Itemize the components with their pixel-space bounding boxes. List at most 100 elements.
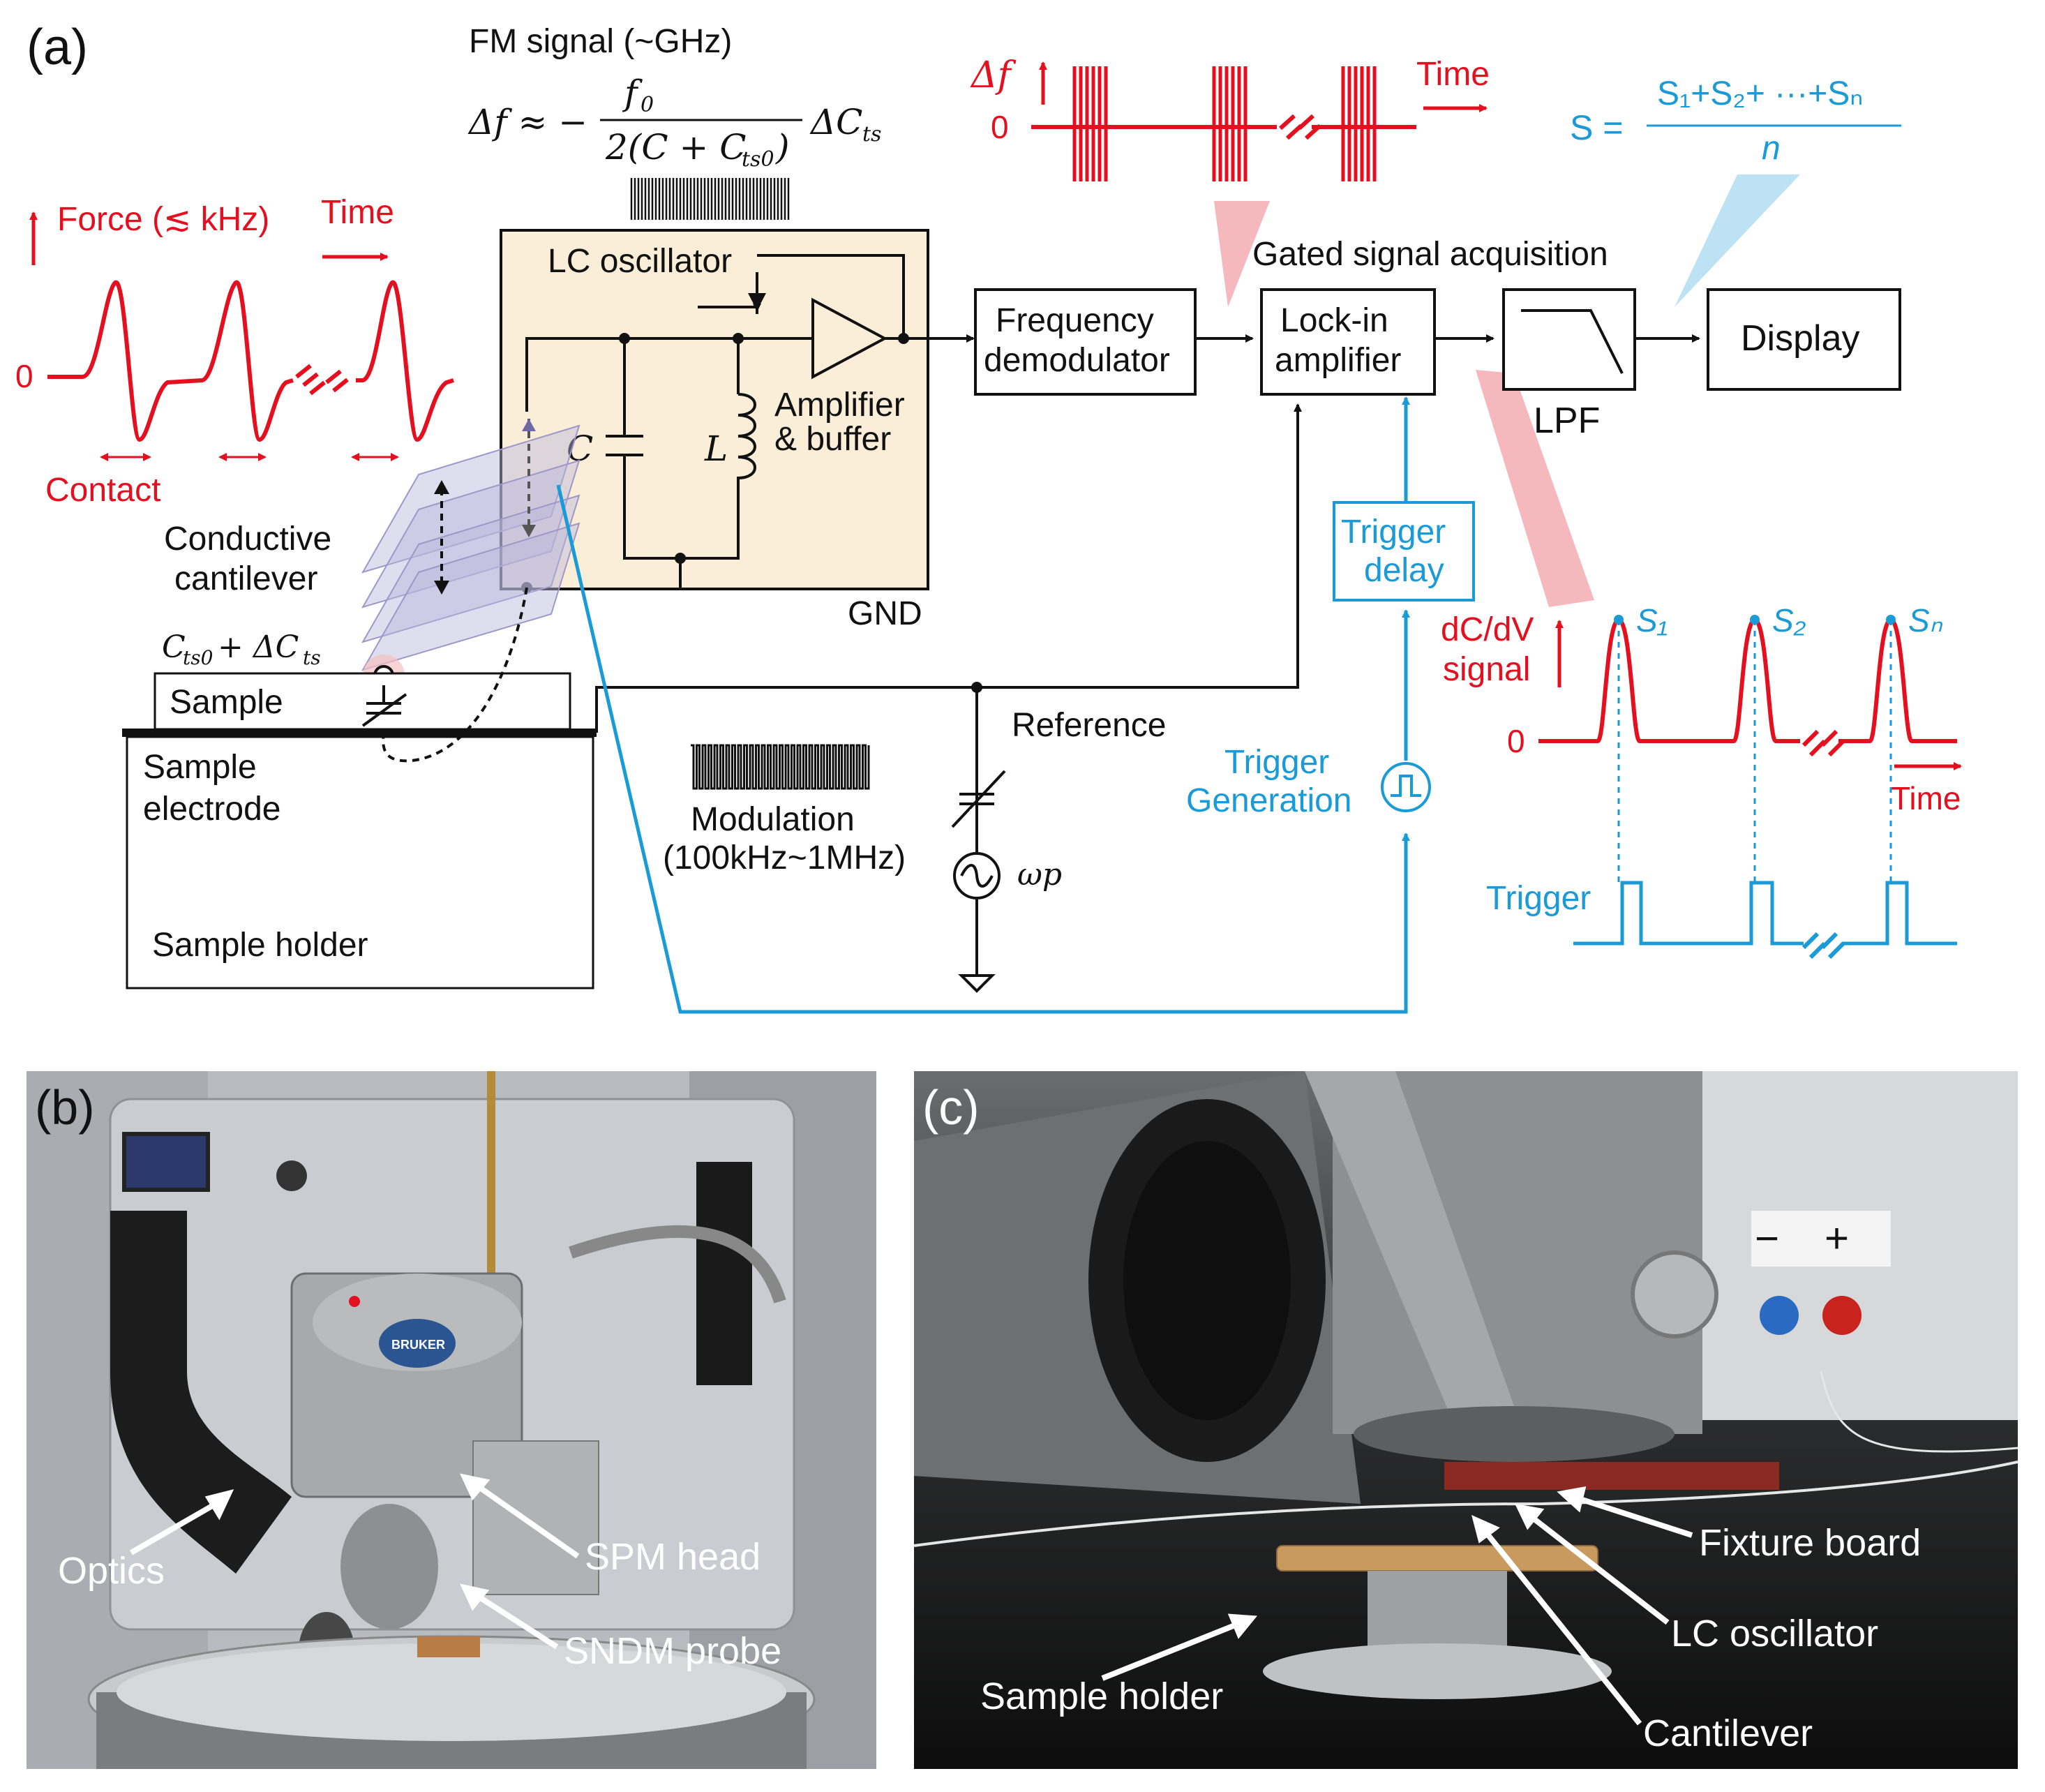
modulation-label-1: Modulation xyxy=(691,801,855,838)
lpf-symbol xyxy=(1521,309,1624,374)
lc-oscillator-label: LC oscillator xyxy=(548,243,732,280)
svg-text:S =: S = xyxy=(1570,108,1623,147)
force-zero-label: 0 xyxy=(15,358,33,394)
s2-label: S₂ xyxy=(1772,602,1806,639)
panel-c-arrows xyxy=(1101,1486,1693,1726)
svg-text:delay: delay xyxy=(1364,552,1444,589)
trigger-plot: Trigger xyxy=(1486,880,1957,960)
svg-text:Lock-in: Lock-in xyxy=(1280,302,1388,339)
panel-c-photo: (c) − + Fixture board LC oscillator Samp… xyxy=(914,1071,2018,1769)
sample-holder-label-photo: Sample holder xyxy=(980,1675,1224,1717)
dcdv-plot: dC/dV signal 0 Time S₁ S₂ Sₙ xyxy=(1441,602,1962,883)
plus-terminal-label: + xyxy=(1825,1215,1850,1262)
svg-text:demodulator: demodulator xyxy=(984,342,1170,379)
dcdv-zero-label: 0 xyxy=(1507,723,1525,759)
df-break-mark xyxy=(1278,114,1322,140)
s1-label: S₁ xyxy=(1636,602,1668,639)
amplifier-label-2: & buffer xyxy=(774,421,891,458)
sample-electrode-label-1: Sample xyxy=(143,749,257,786)
svg-text:ts0: ts0 xyxy=(742,147,774,172)
sn-label: Sₙ xyxy=(1908,602,1943,639)
junction-dot xyxy=(619,333,630,344)
svg-text:Display: Display xyxy=(1741,318,1860,359)
panel-b-illustration: BRUKER xyxy=(27,1071,876,1769)
dcdv-time-label: Time xyxy=(1891,780,1961,816)
panel-a-label: (a) xyxy=(27,20,88,75)
modulation-waveform xyxy=(691,744,870,790)
df-bursts xyxy=(1072,66,1377,181)
force-plot: Force (≲ kHz) Time 0 Contact xyxy=(15,194,454,509)
dcdv-waveform xyxy=(1538,617,1957,743)
svg-text:2(C + C: 2(C + C xyxy=(605,127,747,167)
trigger-waveform xyxy=(1573,881,1957,946)
ground-return-wire xyxy=(382,587,528,763)
df-time-label: Time xyxy=(1416,56,1490,93)
avg-funnel xyxy=(1675,174,1800,307)
panel-b-label: (b) xyxy=(35,1080,95,1135)
panel-b-arrows xyxy=(130,1473,580,1650)
contact-label: Contact xyxy=(45,472,160,509)
gnd-label: GND xyxy=(848,595,922,632)
dcdv-break-mark xyxy=(1801,729,1845,757)
trigger-generation-label-2: Generation xyxy=(1186,782,1352,819)
svg-text:ΔC: ΔC xyxy=(809,102,862,142)
svg-text:ts: ts xyxy=(303,646,321,669)
panel-c-illustration xyxy=(914,1071,2018,1769)
fixture-board-label: Fixture board xyxy=(1699,1522,1922,1564)
conductive-label-2: cantilever xyxy=(174,560,317,597)
junction-dot xyxy=(675,553,686,564)
trigger-generator-icon xyxy=(1381,762,1431,812)
bruker-logo: BRUKER xyxy=(391,1338,445,1352)
lpf-label: LPF xyxy=(1534,401,1600,441)
conductive-label-1: Conductive xyxy=(164,521,331,558)
force-time-label: Time xyxy=(321,194,394,231)
svg-text:Δf ≈ −: Δf ≈ − xyxy=(467,102,587,142)
trigger-generation-label-1: Trigger xyxy=(1224,744,1329,781)
svg-text:n: n xyxy=(1762,130,1781,167)
force-break-mark xyxy=(295,364,349,396)
trigger-wires xyxy=(556,396,1410,1014)
lock-in-amplifier-box xyxy=(1260,288,1436,396)
reference-label: Reference xyxy=(1012,707,1166,744)
df-label: Δf xyxy=(970,54,1017,96)
svg-text:): ) xyxy=(775,127,790,167)
inductor-label: L xyxy=(704,428,728,469)
dcdv-label-2: signal xyxy=(1443,651,1530,688)
sample-holder-box xyxy=(126,736,594,990)
panel-b-photo: BRUKER (b) Optics SPM head SNDM probe xyxy=(27,1071,876,1769)
gated-acquisition-title: Gated signal acquisition xyxy=(1252,236,1608,273)
svg-text:amplifier: amplifier xyxy=(1275,342,1401,379)
sample-holder-label: Sample holder xyxy=(152,927,368,964)
force-label: Force (≲ kHz) xyxy=(57,201,269,238)
lpf-box xyxy=(1502,288,1636,391)
trigger-delay-box xyxy=(1333,501,1475,602)
svg-text:Frequency: Frequency xyxy=(996,302,1154,339)
amplifier-label-1: Amplifier xyxy=(774,387,905,424)
svg-text:+ ΔC: + ΔC xyxy=(218,629,299,665)
reference-source xyxy=(951,770,1006,993)
minus-terminal-label: − xyxy=(1755,1215,1780,1262)
svg-text:S₁+S₂+ ···+Sₙ: S₁+S₂+ ···+Sₙ xyxy=(1657,75,1863,112)
cantilever-planes xyxy=(361,424,580,671)
df-plot: Δf 0 Time xyxy=(970,54,1490,181)
cantilever-label: Cantilever xyxy=(1643,1712,1813,1754)
svg-text:f: f xyxy=(622,73,643,113)
sample-box xyxy=(153,672,571,731)
junction-dot xyxy=(733,333,744,344)
lc-oscillator-box xyxy=(500,229,929,590)
lc-oscillator-label-photo: LC oscillator xyxy=(1671,1613,1879,1655)
fm-waveform xyxy=(630,178,790,220)
spm-head-label: SPM head xyxy=(585,1536,761,1578)
optics-label: Optics xyxy=(58,1550,165,1592)
tip-sample-capacitor xyxy=(361,685,407,727)
dcdv-funnel xyxy=(1476,370,1594,607)
sndm-probe-label: SNDM probe xyxy=(564,1630,782,1672)
svg-text:ts0: ts0 xyxy=(183,646,213,669)
omega-p-label: ωp xyxy=(1017,857,1062,893)
force-waveform xyxy=(47,280,454,442)
average-formula: S = S₁+S₂+ ···+Sₙ n xyxy=(1570,75,1901,167)
frequency-demodulator-box xyxy=(974,288,1197,396)
df-funnel xyxy=(1214,201,1270,307)
